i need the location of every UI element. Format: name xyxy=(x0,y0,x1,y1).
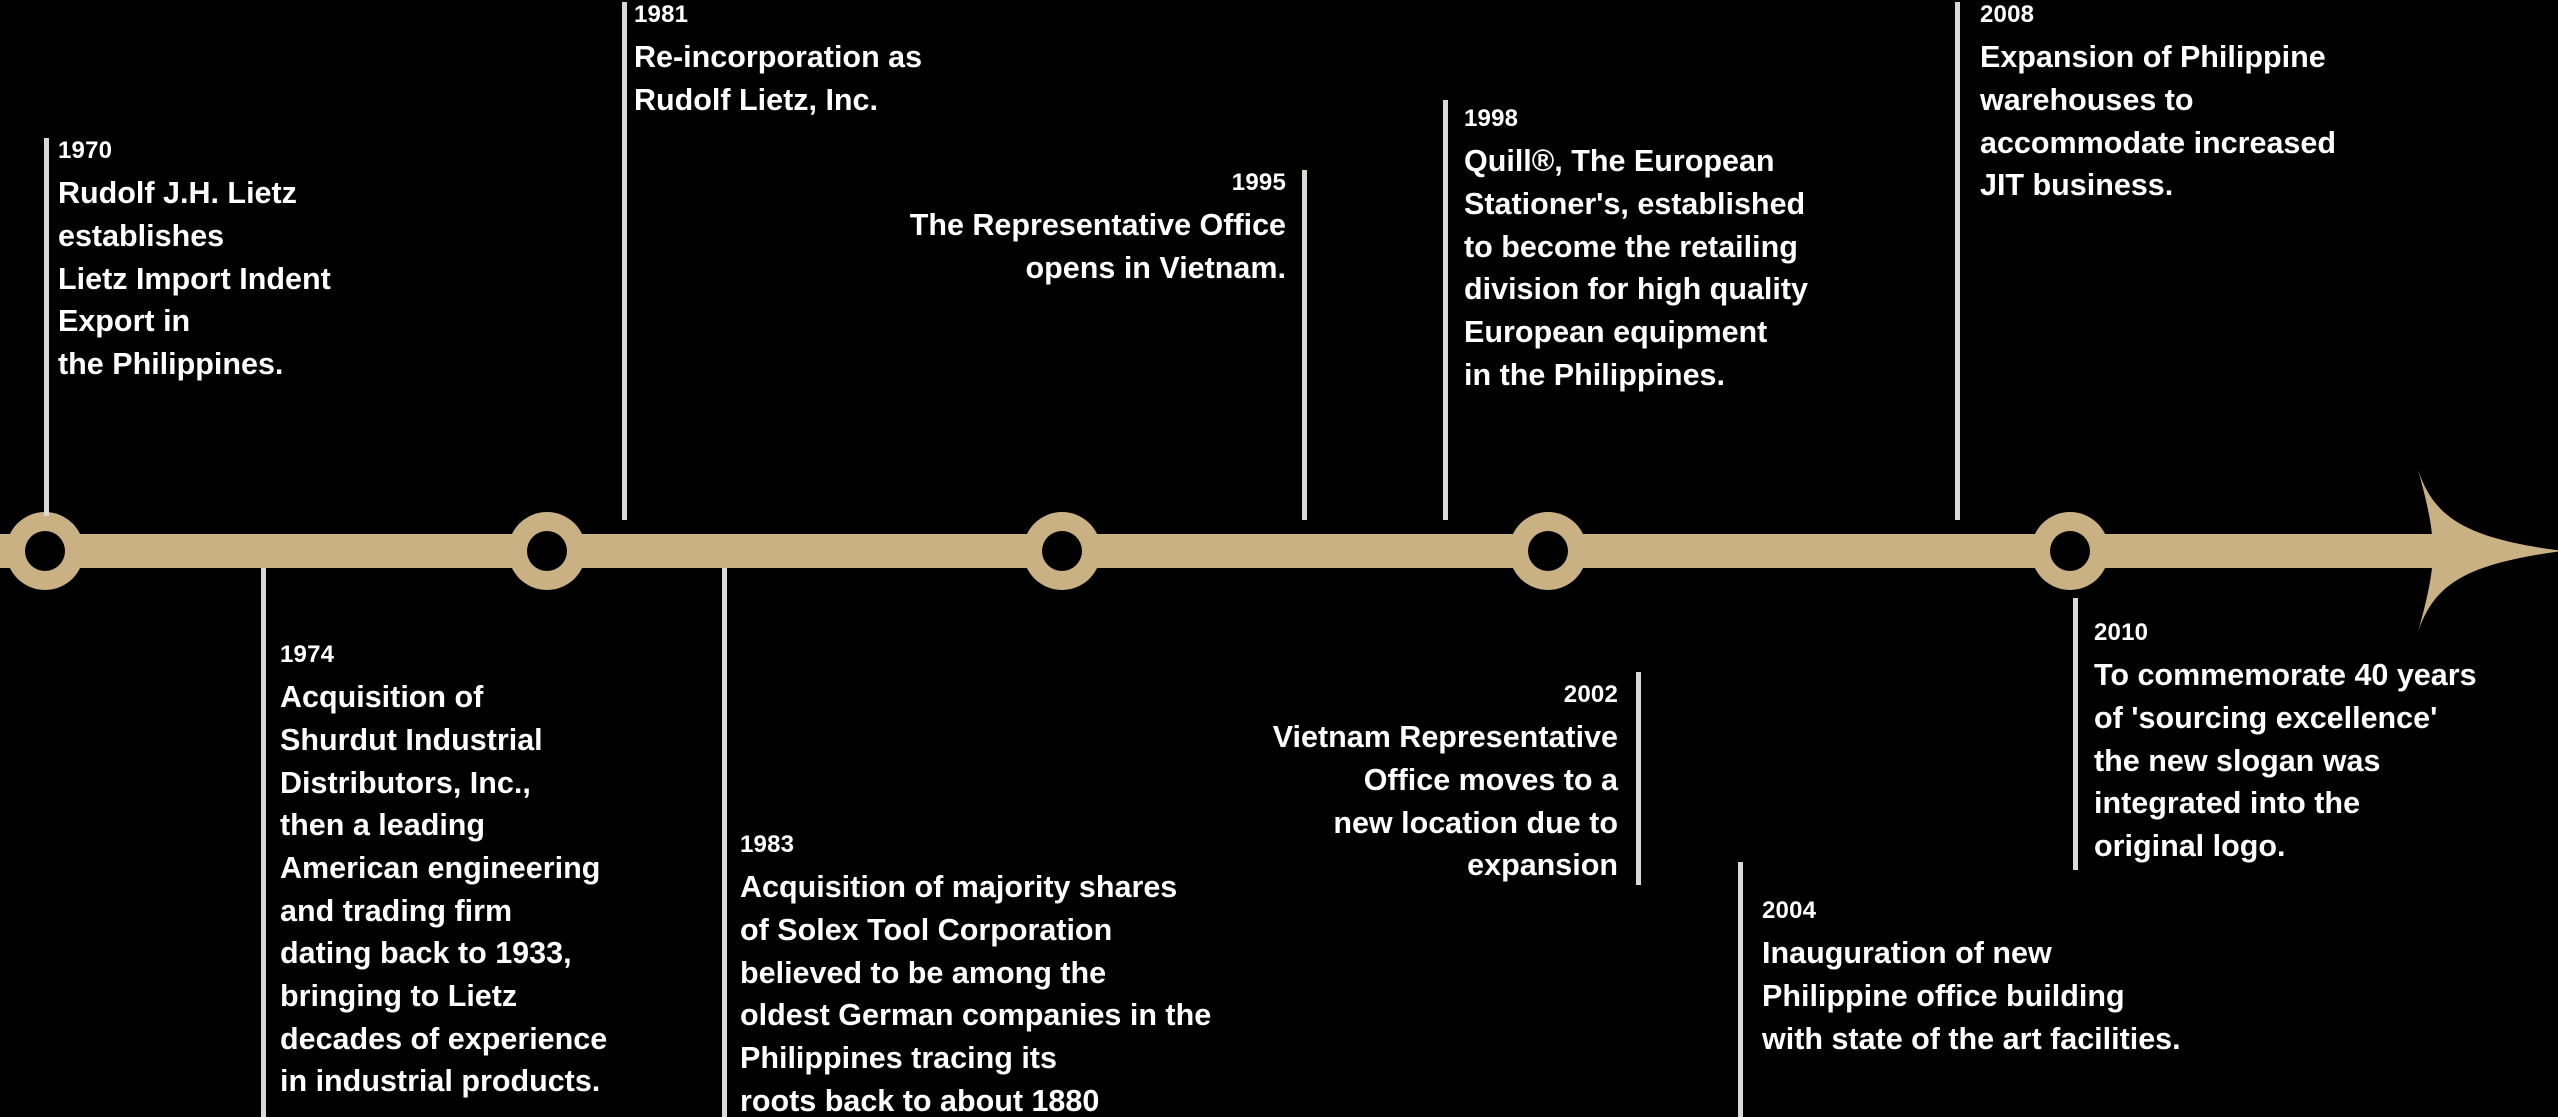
event-text-1983: Acquisition of majority shares of Solex … xyxy=(740,870,1212,1117)
event-year-2008: 2008 xyxy=(1980,1,2035,28)
event-year-1998: 1998 xyxy=(1464,105,1519,132)
stem-1998 xyxy=(1443,100,1448,520)
event-year-1981: 1981 xyxy=(634,1,689,28)
stem-1983 xyxy=(722,568,727,1117)
event-2008: 2008 Expansion of Philippine warehouses … xyxy=(1980,2,2450,207)
stem-1995 xyxy=(1302,170,1307,520)
event-text-1974: Acquisition of Shurdut Industrial Distri… xyxy=(280,680,608,1099)
event-1970: 1970 Rudolf J.H. Lietz establishes Lietz… xyxy=(58,138,388,386)
timeline-node-1998 xyxy=(1509,512,1587,590)
event-2002: 2002 Vietnam Representative Office moves… xyxy=(1160,682,1618,887)
stem-2008 xyxy=(1955,2,1960,520)
stem-1981 xyxy=(622,2,627,520)
event-year-1995: 1995 xyxy=(1231,169,1286,196)
event-year-1983: 1983 xyxy=(740,831,795,858)
event-text-1970: Rudolf J.H. Lietz establishes Lietz Impo… xyxy=(58,176,331,381)
event-text-1998: Quill®, The European Stationer's, establ… xyxy=(1464,144,1808,392)
event-2010: 2010 To commemorate 40 years of 'sourcin… xyxy=(2094,620,2558,868)
event-year-2002: 2002 xyxy=(1563,681,1618,708)
stem-1970 xyxy=(44,138,49,516)
event-1974: 1974 Acquisition of Shurdut Industrial D… xyxy=(280,642,680,1103)
timeline-node-1995 xyxy=(1023,512,1101,590)
timeline-node-1970 xyxy=(6,512,84,590)
event-year-2010: 2010 xyxy=(2094,619,2149,646)
timeline-node-2008 xyxy=(2031,512,2109,590)
stem-2002 xyxy=(1636,672,1641,885)
event-1983: 1983 Acquisition of majority shares of S… xyxy=(740,832,1300,1117)
event-1998: 1998 Quill®, The European Stationer's, e… xyxy=(1464,106,1884,396)
event-year-2004: 2004 xyxy=(1762,897,1817,924)
stem-2004 xyxy=(1738,862,1743,1117)
event-text-2008: Expansion of Philippine warehouses to ac… xyxy=(1980,40,2336,203)
event-text-2004: Inauguration of new Philippine office bu… xyxy=(1762,936,2181,1056)
timeline-node-1981 xyxy=(508,512,586,590)
event-text-1981: Re-incorporation as Rudolf Lietz, Inc. xyxy=(634,40,923,117)
event-1981: 1981 Re-incorporation as Rudolf Lietz, I… xyxy=(634,2,1034,122)
stem-1974 xyxy=(261,568,266,1117)
event-year-1974: 1974 xyxy=(280,641,335,668)
event-text-2002: Vietnam Representative Office moves to a… xyxy=(1272,720,1618,883)
event-1995: 1995 The Representative Office opens in … xyxy=(760,170,1286,290)
event-text-1995: The Representative Office opens in Vietn… xyxy=(909,208,1286,285)
event-text-2010: To commemorate 40 years of 'sourcing exc… xyxy=(2094,658,2477,863)
stem-2010 xyxy=(2073,598,2078,870)
event-year-1970: 1970 xyxy=(58,137,113,164)
event-2004: 2004 Inauguration of new Philippine offi… xyxy=(1762,898,2242,1060)
timeline-arrow-icon xyxy=(2388,470,2558,632)
